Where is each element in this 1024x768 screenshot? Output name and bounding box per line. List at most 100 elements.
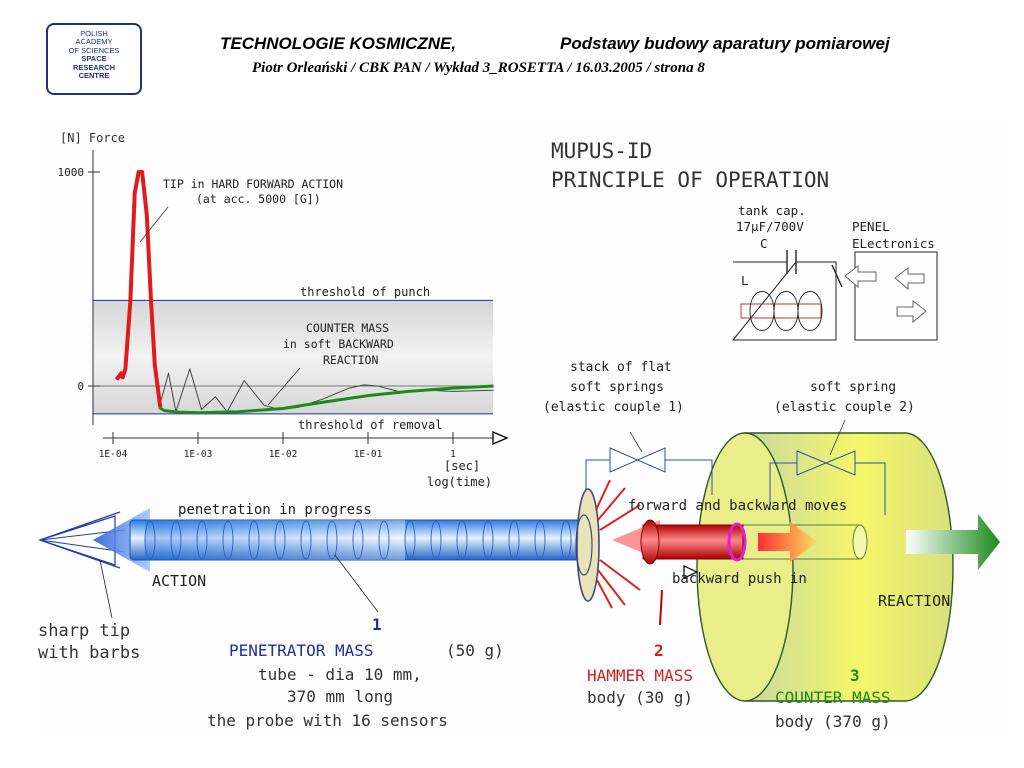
backward-push-label: backward push in <box>672 571 807 587</box>
counter-mass-body: body (370 g) <box>775 712 891 731</box>
sensor-ring <box>248 520 260 560</box>
spring-couple-1 <box>585 431 713 495</box>
penetrator-leader <box>334 554 379 613</box>
x-tick-label: 1E-01 <box>354 449 383 460</box>
reaction-arrow <box>906 514 1000 570</box>
hammer-leader <box>659 589 663 626</box>
sharp-tip-leader <box>99 559 113 619</box>
soft-spring-label: soft spring <box>810 380 896 395</box>
sensor-ring <box>222 520 234 560</box>
tank-circuit: tank cap. 17µF/700V C L PENEL ELectronic… <box>731 203 938 341</box>
spring-2-leader <box>829 419 846 456</box>
x-axis-unit: [sec] <box>444 459 480 473</box>
flat-springs-label-line2: soft springs <box>570 380 664 395</box>
data-arrow-icon <box>896 299 927 324</box>
x-tick-label: 1E-03 <box>184 449 213 460</box>
sensor-ring <box>430 520 442 560</box>
elastic-couple-2-label: (elastic couple 2) <box>774 400 915 415</box>
barb <box>39 511 121 541</box>
counter-annotation-leader <box>267 367 301 406</box>
logo-line: CENTRE <box>78 71 110 81</box>
sensor-ring <box>274 520 286 560</box>
x-axis-label: log(time) <box>427 475 492 489</box>
diagram-title: MUPUS-ID <box>551 139 652 163</box>
tip-annotation-sub: (at acc. 5000 [G]) <box>196 192 321 206</box>
y-axis-label: [N] Force <box>60 131 125 145</box>
y-tick-label: 0 <box>77 380 84 393</box>
hammer-head <box>640 519 660 565</box>
course-title: TECHNOLOGIE KOSMICZNE, <box>220 34 457 53</box>
sensor-ring <box>170 520 182 560</box>
space-research-centre-logo: POLISH ACADEMY OF SCIENCES SPACE RESEARC… <box>46 23 142 95</box>
penetrator-mass-value: (50 g) <box>446 641 504 660</box>
diagram-subtitle: PRINCIPLE OF OPERATION <box>551 168 829 192</box>
barbs-label: with barbs <box>38 643 140 663</box>
counter-mass-cylinder <box>696 432 954 702</box>
sensor-ring <box>482 520 494 560</box>
impact-sparks <box>595 479 641 609</box>
logo-line: POLISH <box>80 29 108 38</box>
penetration-label: penetration in progress <box>178 502 372 518</box>
cylinder-body <box>744 432 954 702</box>
counter-number: 3 <box>850 666 860 685</box>
penetrator-dimension: tube - dia 10 mm, <box>258 665 422 684</box>
penetrator-number: 1 <box>372 615 382 634</box>
series-line <box>158 384 494 415</box>
sensor-ring <box>404 520 416 560</box>
threshold-punch-label: threshold of punch <box>300 285 430 299</box>
data-arrow-icon <box>844 264 877 289</box>
moves-label: forward and backward moves <box>628 498 847 514</box>
flange-inner-ring <box>575 514 593 576</box>
sensor-ring <box>326 520 338 560</box>
logo-line: ACADEMY <box>75 37 113 47</box>
spring-2-symbol <box>796 450 856 476</box>
penetrator-mass-name: PENETRATOR MASS <box>229 641 374 660</box>
sensor-ring <box>352 520 364 560</box>
penetrator-assembly <box>38 488 600 602</box>
capacitor-label: C <box>760 236 768 251</box>
counter-annotation: COUNTER MASS <box>306 321 389 335</box>
sensor-ring <box>378 520 390 560</box>
sensor-ring <box>456 520 468 560</box>
penel-label: PENEL <box>852 219 890 234</box>
inductor-label: L <box>741 273 749 288</box>
tip-annotation: TIP in HARD FORWARD ACTION <box>163 177 343 191</box>
tank-cap-value: 17µF/700V <box>736 219 804 234</box>
circuit-wire <box>731 261 837 341</box>
penel-electronics-label: ELectronics <box>852 236 935 251</box>
push-pointer-icon <box>683 565 699 579</box>
x-axis-arrow <box>492 431 509 445</box>
x-tick-label: 1E-02 <box>269 449 298 460</box>
reaction-label: REACTION <box>878 592 950 610</box>
tank-cap-label: tank cap. <box>738 203 806 218</box>
x-tick-label: 1 <box>450 449 456 460</box>
hammer-number: 2 <box>654 641 664 660</box>
x-tick-label: 1E-04 <box>99 449 128 460</box>
action-label: ACTION <box>152 572 206 590</box>
tip-annotation-leader <box>139 206 169 243</box>
sensor-ring <box>196 520 208 560</box>
sensor-ring <box>560 520 572 560</box>
penetrator-length: 370 mm long <box>287 687 393 706</box>
hammer-mass-body: body (30 g) <box>587 688 693 707</box>
logo-line: RESEARCH <box>72 62 116 72</box>
inductor-coil <box>749 291 823 331</box>
penel-box <box>854 251 938 341</box>
lecture-subtitle: Piotr Orleański / CBK PAN / Wykład 3_ROS… <box>252 60 705 76</box>
spring-1-wire <box>585 459 713 495</box>
series-line <box>114 170 163 408</box>
counter-mass-name: COUNTER MASS <box>775 688 891 707</box>
data-arrow-icon <box>894 266 925 291</box>
logo-line: SPACE <box>81 54 107 64</box>
threshold-removal-label: threshold of removal <box>298 418 443 432</box>
logo-line: OF SCIENCES <box>68 45 120 55</box>
sensor-ring <box>508 520 520 560</box>
inductor-core <box>740 303 822 319</box>
counter-annotation-line3: REACTION <box>323 353 378 367</box>
hammer-mass-name: HAMMER MASS <box>587 666 693 685</box>
penetrator-sensors: the probe with 16 sensors <box>207 711 448 730</box>
guide-tube-end <box>852 524 868 560</box>
spring-1-leader <box>629 431 643 453</box>
